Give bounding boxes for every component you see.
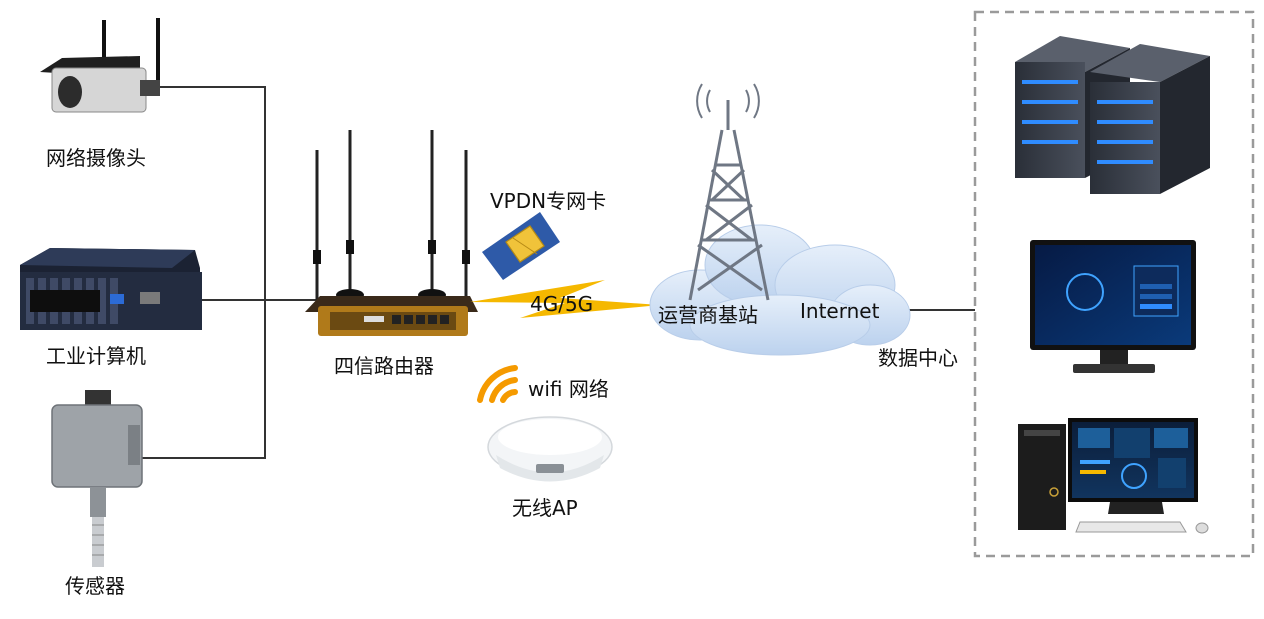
industrial-computer-icon xyxy=(20,248,202,330)
sensor-label: 传感器 xyxy=(65,574,125,598)
lightning-icon xyxy=(470,280,660,318)
computer-label: 工业计算机 xyxy=(46,344,146,368)
cloud-icon xyxy=(649,224,911,356)
datacenter-border xyxy=(973,10,1255,558)
internet-label: Internet xyxy=(800,299,880,323)
device-connection-lines xyxy=(140,86,318,459)
camera-label: 网络摄像头 xyxy=(46,146,146,170)
datacenter-label: 数据中心 xyxy=(878,346,958,370)
server-icon xyxy=(1015,36,1210,194)
wireless-ap-icon xyxy=(487,416,613,482)
router-label: 四信路由器 xyxy=(334,354,434,378)
ap-label: 无线AP xyxy=(512,496,578,520)
sim-card-icon xyxy=(482,212,560,280)
monitor-icon xyxy=(1030,240,1196,373)
router-icon xyxy=(305,130,478,336)
base-station-tower-icon xyxy=(688,83,770,301)
sim-label: VPDN专网卡 xyxy=(490,189,607,213)
link-label: 4G/5G xyxy=(530,292,594,316)
wifi-label: wifi 网络 xyxy=(528,377,609,401)
camera-icon xyxy=(40,18,160,113)
base-station-label: 运营商基站 xyxy=(658,303,758,327)
desktop-pc-icon xyxy=(1018,418,1209,534)
wifi-icon xyxy=(477,365,518,403)
sensor-icon xyxy=(51,390,143,567)
